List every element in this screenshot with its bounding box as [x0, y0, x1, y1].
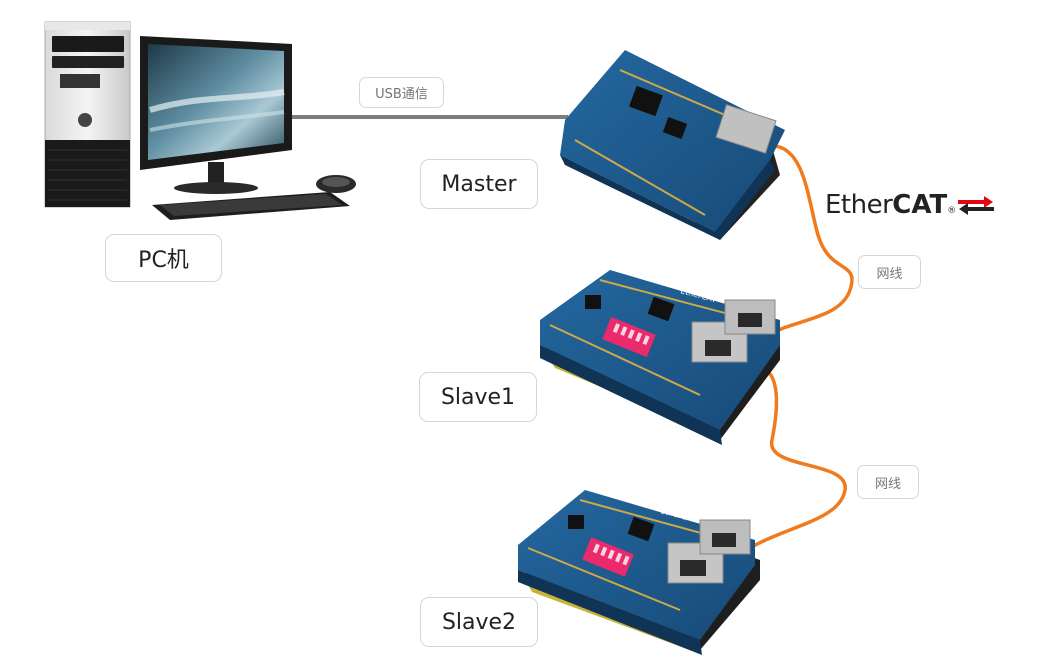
- ethercat-logo-ether: Ether: [825, 190, 893, 220]
- master-board-image: EtherCAT-M: [560, 50, 785, 240]
- ethernet-cable-master-slave1: [768, 144, 854, 337]
- slave1-board-image: EtherCAT: [540, 270, 780, 445]
- slave1-label: Slave1: [419, 372, 537, 422]
- ethercat-logo-registered: ®: [947, 206, 956, 216]
- pc-label: PC机: [105, 234, 222, 282]
- slave2-board-image: EtherCAT: [518, 490, 760, 655]
- master-label: Master: [420, 159, 538, 209]
- usb-connection-label: USB通信: [359, 77, 444, 108]
- network-cable-label-1: 网线: [858, 255, 921, 289]
- ethercat-logo: Ether CAT ®: [825, 190, 994, 220]
- ethernet-cable-slave1-slave2: [747, 365, 847, 550]
- ethercat-arrows-icon: [957, 196, 994, 215]
- network-cable-label-2: 网线: [857, 465, 919, 499]
- ethercat-logo-cat: CAT: [892, 190, 948, 220]
- slave2-label: Slave2: [420, 597, 538, 647]
- pc-computer-image: [44, 21, 356, 220]
